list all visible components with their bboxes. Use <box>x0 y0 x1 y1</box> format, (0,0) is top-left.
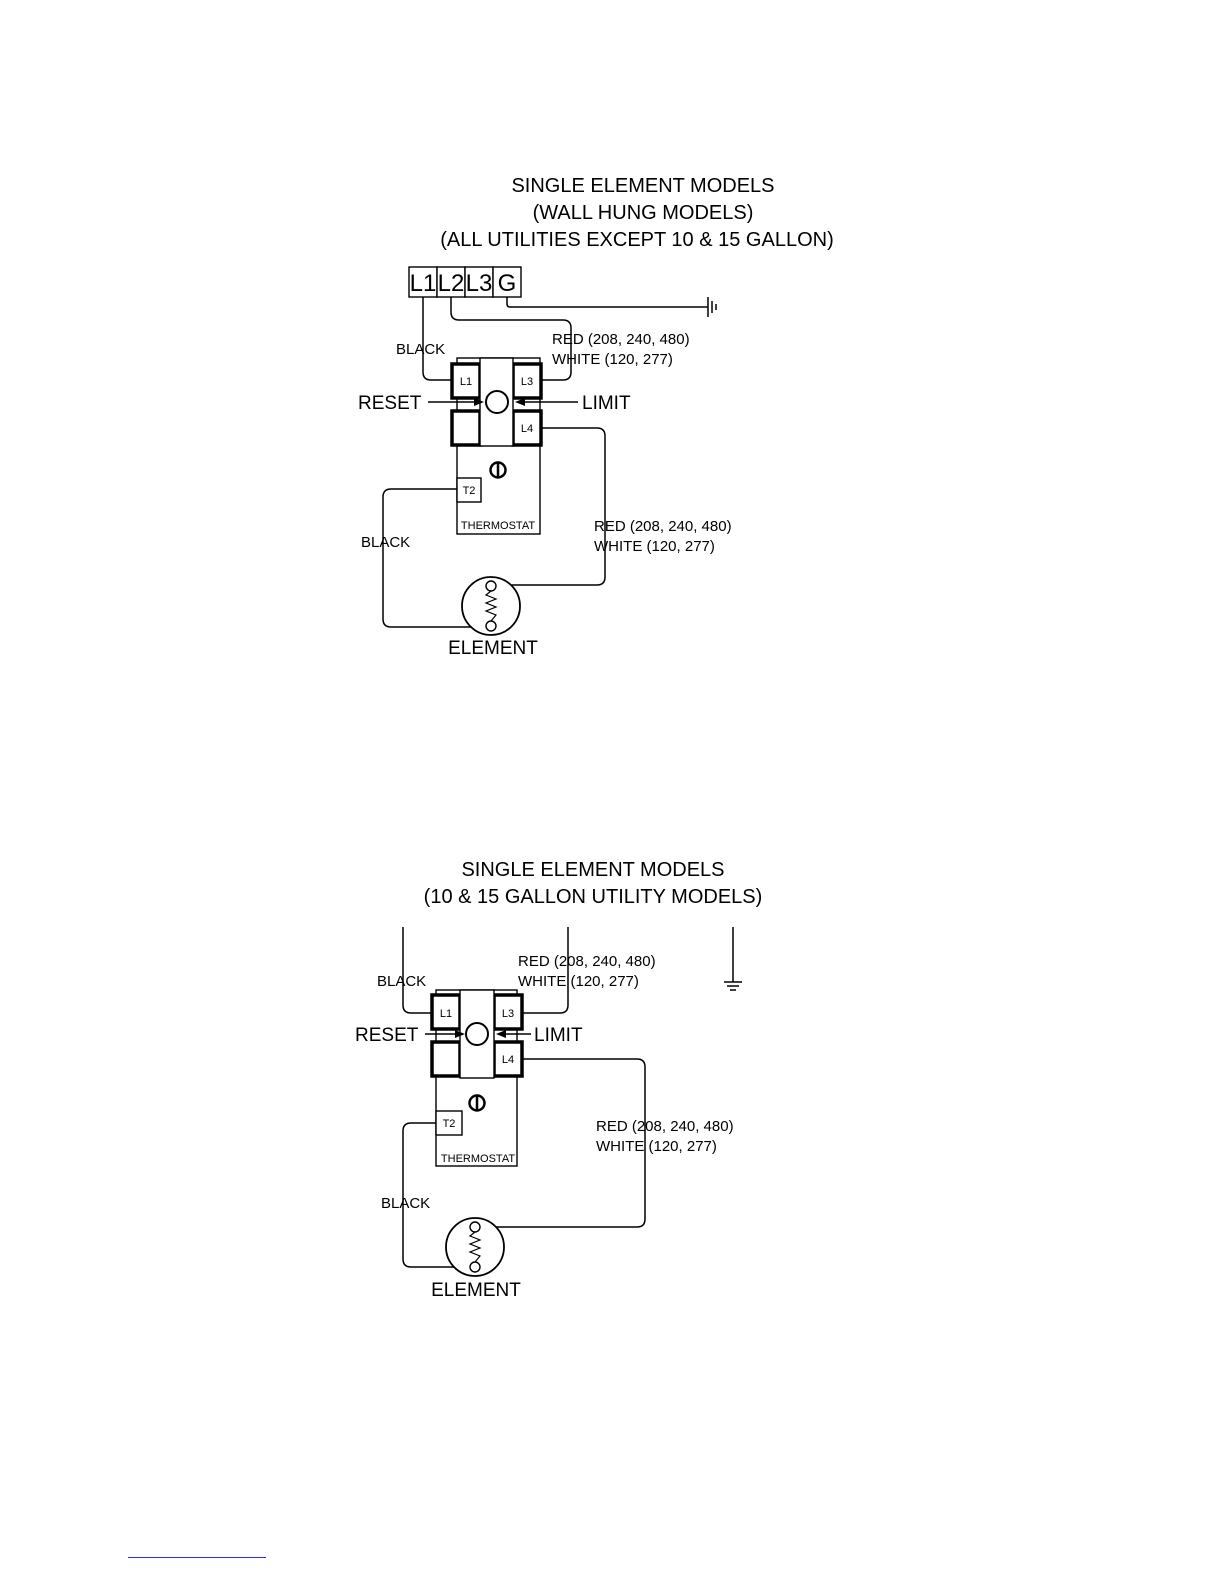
diagram1-terminal-l4: L4 <box>521 423 533 435</box>
terminal-left-lower-block <box>450 409 482 447</box>
thermostat-dial-icon <box>489 461 507 479</box>
terminal-block-g-cell <box>492 266 522 298</box>
red-wire-l2 <box>450 297 572 381</box>
red-wire-l4 <box>467 1058 646 1228</box>
diagram2-terminal-l4: L4 <box>502 1054 514 1066</box>
ground-symbol-icon <box>707 297 717 317</box>
black-wire-t2 <box>402 1122 467 1268</box>
diagram1-title-line2: (WALL HUNG MODELS) <box>533 202 754 224</box>
black-wire-l1 <box>422 297 458 381</box>
ground-symbol-icon <box>724 927 742 991</box>
diagram1-black-label-top: BLACK <box>396 341 445 358</box>
diagram2-title-line2: (10 & 15 GALLON UTILITY MODELS) <box>424 886 763 908</box>
limit-arrow-icon <box>515 398 525 406</box>
diagram2-thermostat-label: THERMOSTAT <box>441 1153 515 1165</box>
diagram2-element-label: ELEMENT <box>431 1280 521 1301</box>
diagram1-white-label-bottom: WHITE (120, 277) <box>594 538 715 555</box>
diagram1-terminal-l3: L3 <box>521 376 533 388</box>
diagram1-black-label-bottom: BLACK <box>361 534 410 551</box>
ground-wire <box>506 297 708 308</box>
heating-element-icon <box>445 1217 505 1277</box>
red-wire-l4 <box>482 427 606 586</box>
diagram2-reset-label: RESET <box>355 1025 419 1046</box>
terminal-l3-block <box>511 362 543 400</box>
diagram2-terminal-t2: T2 <box>443 1118 456 1130</box>
diagram2-black-label-top: BLACK <box>377 973 426 990</box>
terminal-left-lower-block <box>430 1040 462 1078</box>
black-wire-t2 <box>382 488 482 628</box>
heating-element-icon <box>461 576 521 636</box>
black-wire-l1 <box>402 927 432 1014</box>
diagram2-white-label-bottom: WHITE (120, 277) <box>596 1138 717 1155</box>
diagram1-white-label-top: WHITE (120, 277) <box>552 351 673 368</box>
red-wire-l2 <box>518 927 569 1014</box>
diagram1-red-label-top: RED (208, 240, 480) <box>552 331 690 348</box>
terminal-block-l3: L3 <box>466 270 493 297</box>
diagram1-element-label: ELEMENT <box>448 638 538 659</box>
diagram2-terminal-l1: L1 <box>440 1008 452 1020</box>
diagram1-red-label-bottom: RED (208, 240, 480) <box>594 518 732 535</box>
footnote-rule <box>128 1557 266 1558</box>
diagram1-title-line1: SINGLE ELEMENT MODELS <box>511 175 774 197</box>
terminal-t2-block <box>456 477 482 503</box>
diagram2-limit-label: LIMIT <box>534 1025 583 1046</box>
reset-button-icon <box>485 390 509 414</box>
diagram2-title-line1: SINGLE ELEMENT MODELS <box>461 859 724 881</box>
diagram1-terminal-l1: L1 <box>460 376 472 388</box>
diagram1-thermostat-label: THERMOSTAT <box>461 520 535 532</box>
limit-arrow-icon <box>496 1030 506 1038</box>
diagram2-white-label-top: WHITE (120, 277) <box>518 973 639 990</box>
diagram1-limit-label: LIMIT <box>582 393 631 414</box>
diagram2-red-label-bottom: RED (208, 240, 480) <box>596 1118 734 1135</box>
reset-button-icon <box>465 1022 489 1046</box>
terminal-block: L1 L2 L3 G <box>408 266 522 298</box>
diagram-wall-hung: SINGLE ELEMENT MODELS (WALL HUNG MODELS)… <box>358 175 834 659</box>
diagram2-red-label-top: RED (208, 240, 480) <box>518 953 656 970</box>
diagram1-reset-label: RESET <box>358 393 422 414</box>
diagram1-terminal-t2: T2 <box>463 485 476 497</box>
terminal-block-l1: L1 <box>410 270 437 297</box>
diagram1-title-line3: (ALL UTILITIES EXCEPT 10 & 15 GALLON) <box>440 229 834 251</box>
reset-arrow-icon <box>455 1030 465 1038</box>
diagram2-terminal-l3: L3 <box>502 1008 514 1020</box>
terminal-block-g: G <box>498 270 517 297</box>
thermostat-dial-icon <box>468 1094 486 1112</box>
terminal-block-l2: L2 <box>438 270 465 297</box>
diagram-utility-10-15-gallon: SINGLE ELEMENT MODELS (10 & 15 GALLON UT… <box>355 859 762 1301</box>
reset-arrow-icon <box>474 398 484 406</box>
diagram2-black-label-bottom: BLACK <box>381 1195 430 1212</box>
terminal-block-l3-cell <box>464 266 494 298</box>
